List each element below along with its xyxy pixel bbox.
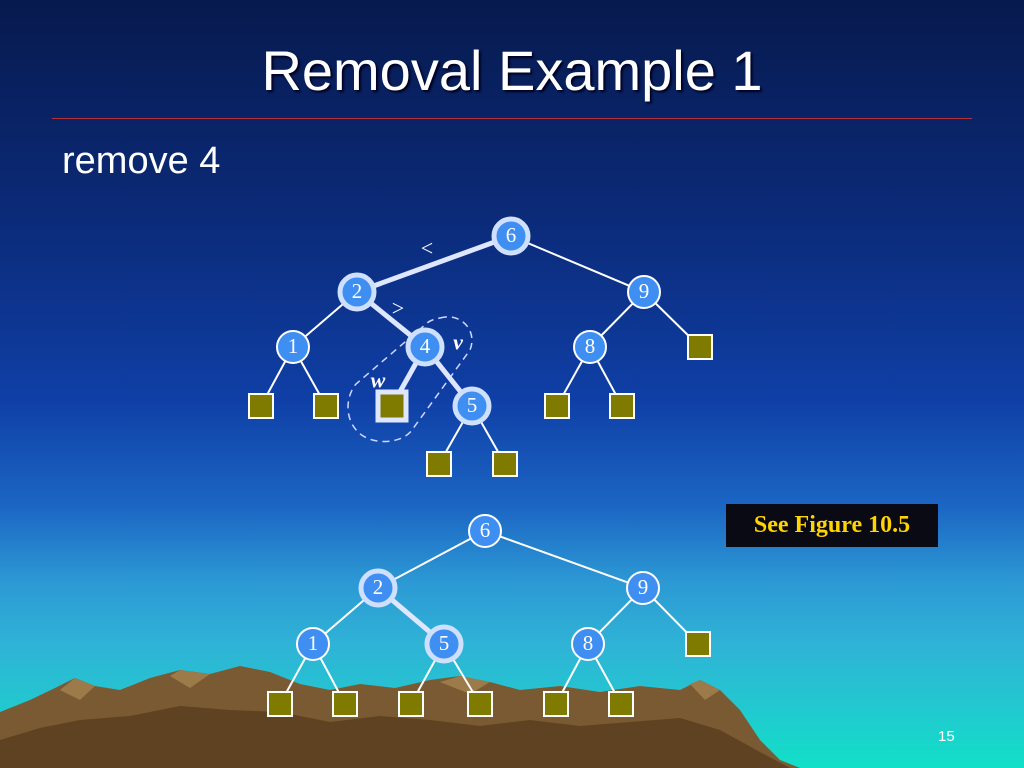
- svg-text:8: 8: [583, 631, 594, 655]
- tree-node-5: 5: [452, 386, 492, 426]
- leaf-marker-w: w: [371, 368, 386, 393]
- leaf-node: [543, 691, 569, 717]
- tree-node-after-2: 2: [358, 568, 398, 608]
- svg-text:4: 4: [420, 334, 431, 358]
- svg-text:6: 6: [480, 518, 491, 542]
- tree-node-9: 9: [627, 275, 661, 309]
- leaf-node: [609, 393, 635, 419]
- tree-node-after-5: 5: [424, 624, 464, 664]
- svg-text:8: 8: [585, 334, 596, 358]
- edge-after-6-9: [484, 530, 644, 589]
- leaf-node: [426, 451, 452, 477]
- edge-after-6-2: [377, 530, 486, 589]
- tree-node-1: 1: [276, 330, 310, 364]
- leaf-node: [398, 691, 424, 717]
- svg-text:5: 5: [439, 631, 450, 655]
- tree-node-4: 4: [405, 327, 445, 367]
- slide-subtitle: remove 4: [62, 140, 221, 182]
- comparison-less-than: <: [421, 236, 433, 261]
- leaf-node: [492, 451, 518, 477]
- leaf-node: [467, 691, 493, 717]
- leaf-node: [544, 393, 570, 419]
- leaf-node: [687, 334, 713, 360]
- tree-node-2: 2: [337, 272, 377, 312]
- slide-title: Removal Example 1: [261, 39, 763, 102]
- tree-node-after-1: 1: [296, 627, 330, 661]
- svg-text:2: 2: [352, 279, 363, 303]
- svg-text:2: 2: [373, 575, 384, 599]
- title-divider: [52, 118, 972, 119]
- leaf-node: [332, 691, 358, 717]
- svg-text:6: 6: [506, 223, 517, 247]
- leaf-node: [313, 393, 339, 419]
- comparison-greater-than: >: [392, 296, 404, 321]
- svg-text:9: 9: [638, 575, 649, 599]
- node-marker-v: v: [453, 330, 463, 355]
- tree-node-after-8: 8: [571, 627, 605, 661]
- removal-region-outline: [347, 316, 473, 443]
- tree-node-6: 6: [491, 216, 531, 256]
- tree-node-after-9: 9: [626, 571, 660, 605]
- page-number: 15: [938, 728, 955, 745]
- tree-node-after-6: 6: [468, 514, 502, 548]
- svg-text:9: 9: [639, 279, 650, 303]
- leaf-node: [685, 631, 711, 657]
- leaf-node: [608, 691, 634, 717]
- tree-node-8: 8: [573, 330, 607, 364]
- edge-6-9: [510, 235, 645, 293]
- leaf-node: [267, 691, 293, 717]
- svg-text:1: 1: [308, 631, 319, 655]
- leaf-node: [248, 393, 274, 419]
- leaf-node-w: [375, 389, 409, 423]
- svg-text:1: 1: [288, 334, 299, 358]
- edge-6-2: [356, 233, 512, 295]
- figure-reference-box: See Figure 10.5: [726, 504, 938, 547]
- svg-text:5: 5: [467, 393, 478, 417]
